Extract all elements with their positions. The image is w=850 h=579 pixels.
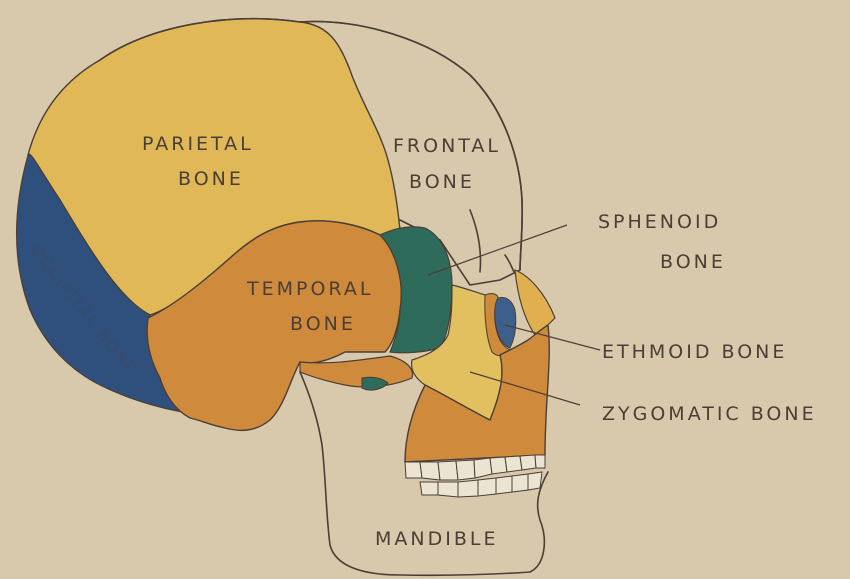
mandible-label: MANDIBLE — [375, 528, 498, 550]
frontal-label-line2: BONE — [409, 171, 475, 193]
parietal-label-line2: BONE — [178, 168, 244, 190]
sphenoid-label-line2: BONE — [660, 251, 726, 273]
temporal-label-line2: BONE — [290, 313, 356, 335]
temporal-label-line1: TEMPORAL — [246, 278, 373, 300]
parietal-label-line1: PARIETAL — [142, 133, 254, 155]
zygomatic-label: ZYGOMATIC BONE — [602, 403, 817, 425]
sphenoid-label-line1: SPHENOID — [598, 211, 721, 233]
ethmoid-label: ETHMOID BONE — [602, 341, 787, 363]
frontal-label-line1: FRONTAL — [393, 135, 501, 157]
